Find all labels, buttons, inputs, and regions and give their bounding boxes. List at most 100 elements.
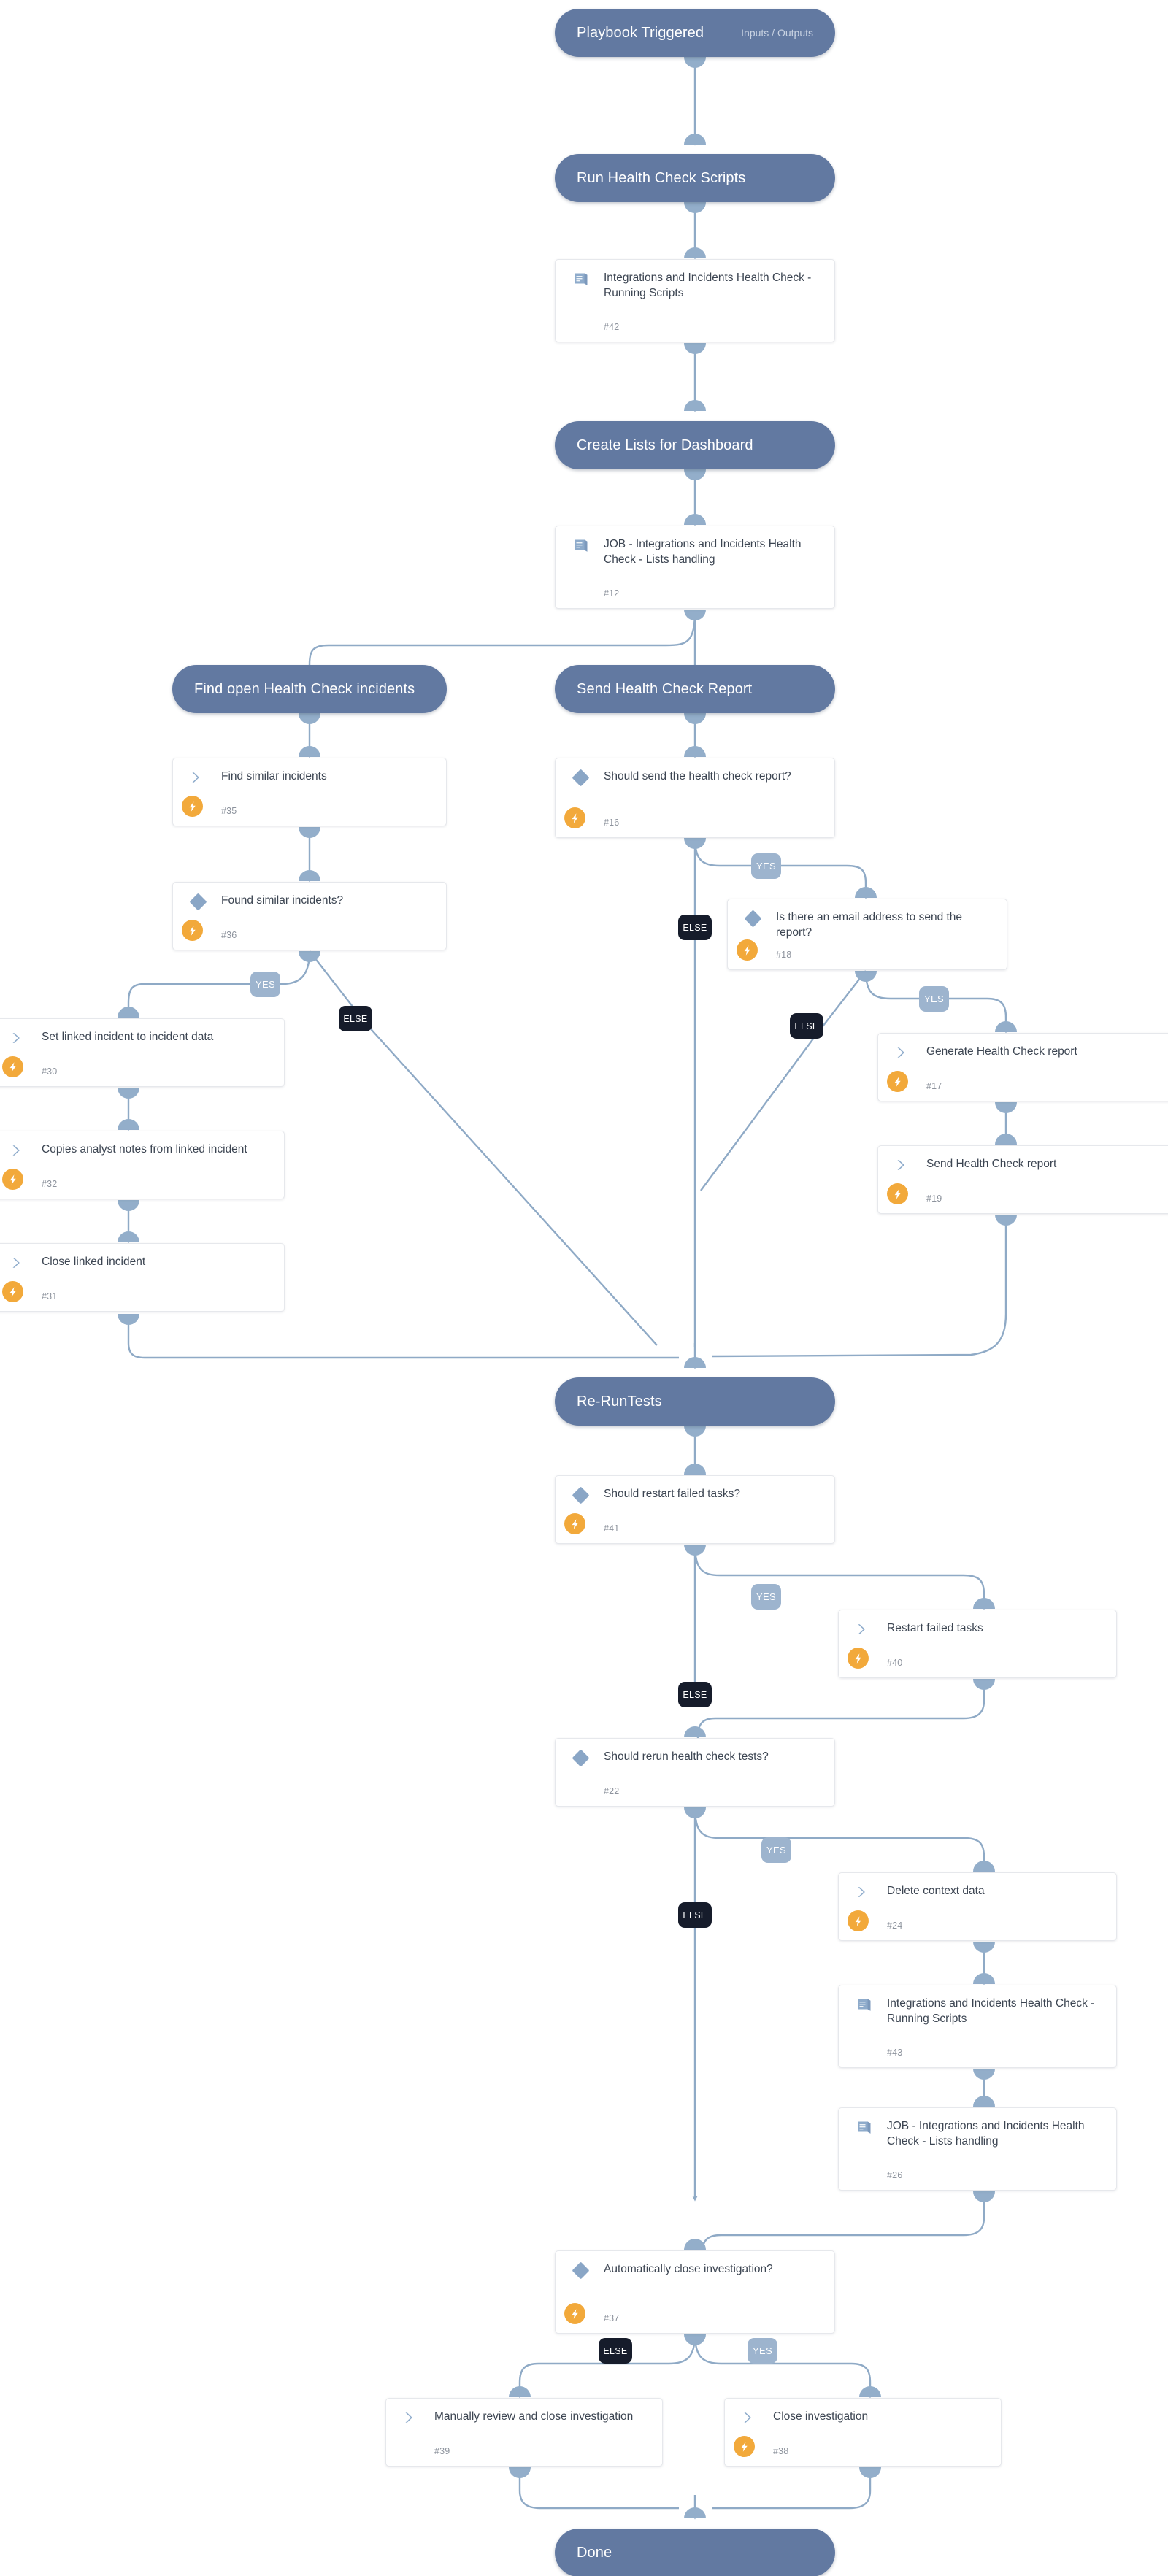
task-card[interactable]: Generate Health Check report #17 [877, 1033, 1168, 1101]
task-title: Copies analyst notes from linked inciden… [42, 1143, 247, 1156]
task-card[interactable]: Restart failed tasks #40 [838, 1610, 1117, 1678]
task-number: #42 [604, 322, 620, 332]
task-chevron-icon [402, 2410, 421, 2426]
task-number: #40 [887, 1658, 903, 1668]
task-title: Close linked incident [42, 1256, 146, 1268]
stage-label: Run Health Check Scripts [577, 169, 746, 186]
task-card[interactable]: Should send the health check report? #16 [555, 758, 835, 838]
stage-label: Create Lists for Dashboard [577, 437, 753, 453]
task-title: Find similar incidents [221, 770, 327, 783]
task-card[interactable]: Send Health Check report #19 [877, 1145, 1168, 1214]
task-chevron-icon [894, 1158, 913, 1174]
task-card[interactable]: JOB - Integrations and Incidents Health … [555, 526, 835, 609]
task-chevron-icon [9, 1031, 28, 1047]
stage-run-health-check-scripts[interactable]: Run Health Check Scripts [555, 154, 835, 202]
task-card[interactable]: Integrations and Incidents Health Check … [838, 1985, 1117, 2068]
stage-playbook-triggered[interactable]: Playbook Triggered Inputs / Outputs [555, 9, 835, 57]
playbook-book-icon [855, 1997, 874, 2013]
task-number: #31 [42, 1291, 58, 1302]
task-title: Send Health Check report [926, 1158, 1057, 1170]
playbook-book-icon [572, 272, 591, 288]
task-chevron-icon [9, 1256, 28, 1272]
task-card[interactable]: Copies analyst notes from linked inciden… [0, 1131, 285, 1199]
task-card[interactable]: Set linked incident to incident data #30 [0, 1018, 285, 1087]
task-card[interactable]: Close linked incident #31 [0, 1243, 285, 1312]
stage-label: Done [577, 2544, 612, 2561]
automation-bolt-icon [887, 1071, 908, 1092]
stage-re-run-tests[interactable]: Re-RunTests [555, 1377, 835, 1426]
playbook-book-icon [855, 2120, 874, 2136]
task-number: #26 [887, 2170, 903, 2180]
task-title: Automatically close investigation? [604, 2263, 773, 2275]
task-title: Close investigation [773, 2410, 869, 2423]
task-chevron-icon [9, 1143, 28, 1159]
stage-find-open-health-check-incidents[interactable]: Find open Health Check incidents [172, 665, 447, 713]
task-card[interactable]: Delete context data #24 [838, 1872, 1117, 1941]
stage-inputs-outputs-link[interactable]: Inputs / Outputs [741, 27, 813, 39]
automation-bolt-icon [848, 1648, 869, 1669]
branch-label-yes[interactable]: YES [748, 2338, 777, 2364]
task-title: Generate Health Check report [926, 1045, 1077, 1058]
task-card[interactable]: Find similar incidents #35 [172, 758, 447, 826]
task-card[interactable]: Automatically close investigation? #37 [555, 2250, 835, 2334]
condition-diamond-icon [744, 910, 762, 928]
task-number: #30 [42, 1066, 58, 1077]
branch-label-else[interactable]: ELSE [678, 1902, 712, 1928]
task-number: #19 [926, 1193, 942, 1204]
automation-bolt-icon [2, 1281, 23, 1302]
stage-done[interactable]: Done [555, 2529, 835, 2576]
stage-label: Find open Health Check incidents [194, 680, 415, 697]
task-number: #24 [887, 1921, 903, 1931]
task-card[interactable]: Manually review and close investigation … [385, 2398, 663, 2467]
task-number: #32 [42, 1179, 58, 1189]
task-card[interactable]: Is there an email address to send the re… [727, 899, 1007, 970]
task-number: #36 [221, 930, 237, 940]
task-title: Delete context data [887, 1885, 985, 1897]
branch-label-yes[interactable]: YES [761, 1837, 791, 1863]
task-number: #38 [773, 2446, 789, 2456]
task-number: #35 [221, 806, 237, 816]
task-title: Integrations and Incidents Health Check … [604, 272, 812, 299]
task-title: Restart failed tasks [887, 1622, 983, 1634]
task-title: Is there an email address to send the re… [776, 911, 963, 939]
automation-bolt-icon [737, 939, 758, 961]
task-chevron-icon [894, 1045, 913, 1061]
task-card[interactable]: JOB - Integrations and Incidents Health … [838, 2107, 1117, 2191]
task-card[interactable]: Integrations and Incidents Health Check … [555, 259, 835, 342]
task-title: JOB - Integrations and Incidents Health … [604, 538, 802, 566]
stage-create-lists-for-dashboard[interactable]: Create Lists for Dashboard [555, 421, 835, 469]
task-chevron-icon [855, 1622, 874, 1638]
branch-label-yes[interactable]: YES [919, 986, 949, 1012]
branch-label-yes[interactable]: YES [751, 853, 781, 879]
task-title: Should send the health check report? [604, 770, 791, 783]
branch-label-else[interactable]: ELSE [599, 2338, 632, 2364]
condition-diamond-icon [572, 769, 590, 787]
task-card[interactable]: Close investigation #38 [724, 2398, 1002, 2467]
branch-label-yes[interactable]: YES [751, 1584, 781, 1610]
task-card[interactable]: Should restart failed tasks? #41 [555, 1475, 835, 1544]
automation-bolt-icon [2, 1169, 23, 1190]
automation-bolt-icon [564, 1513, 585, 1534]
branch-label-else[interactable]: ELSE [790, 1013, 823, 1039]
task-number: #16 [604, 818, 620, 828]
task-chevron-icon [189, 770, 208, 786]
task-number: #43 [887, 2048, 903, 2058]
task-title: JOB - Integrations and Incidents Health … [887, 2120, 1085, 2148]
task-number: #41 [604, 1523, 620, 1534]
task-title: Found similar incidents? [221, 894, 344, 907]
stage-send-health-check-report[interactable]: Send Health Check Report [555, 665, 835, 713]
task-title: Should restart failed tasks? [604, 1488, 740, 1500]
task-number: #12 [604, 588, 620, 599]
task-number: #18 [776, 950, 792, 960]
branch-label-else[interactable]: ELSE [339, 1006, 372, 1031]
task-card[interactable]: Should rerun health check tests? #22 [555, 1738, 835, 1807]
condition-diamond-icon [572, 1749, 590, 1767]
branch-label-else[interactable]: ELSE [678, 915, 712, 940]
automation-bolt-icon [182, 920, 203, 941]
branch-label-else[interactable]: ELSE [678, 1682, 712, 1707]
task-number: #17 [926, 1081, 942, 1091]
automation-bolt-icon [734, 2436, 755, 2457]
task-card[interactable]: Found similar incidents? #36 [172, 882, 447, 950]
branch-label-yes[interactable]: YES [250, 972, 280, 997]
